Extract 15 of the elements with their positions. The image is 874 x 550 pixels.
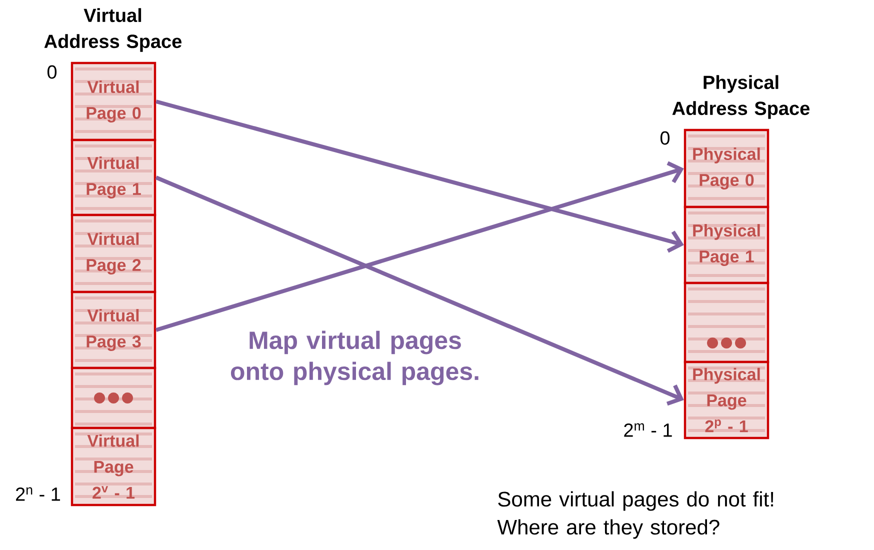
note-text: Some virtual pages do not fit! Where are they stored? <box>497 491 774 539</box>
page-box: Virtual Page 0 <box>70 62 156 142</box>
arrow <box>156 100 684 253</box>
caption: Map virtual pages onto physical pages. <box>230 330 478 386</box>
page-box: Physical Page 0 <box>684 128 770 208</box>
page-box: Physical Page 2$^{p}$ - 1 <box>684 360 770 440</box>
arrow <box>156 161 684 332</box>
page-box: Virtual Page 1 <box>70 138 156 216</box>
arrow <box>155 176 684 406</box>
page-box: Virtual Page 2$^{v}$ - 1 <box>70 426 156 506</box>
page-box: Virtual Page 3 <box>70 290 156 370</box>
ellipsis-box <box>684 282 770 364</box>
ellipsis-box <box>70 366 156 430</box>
page-box: Physical Page 1 <box>684 206 770 284</box>
page-box: Virtual Page 2 <box>70 214 156 294</box>
